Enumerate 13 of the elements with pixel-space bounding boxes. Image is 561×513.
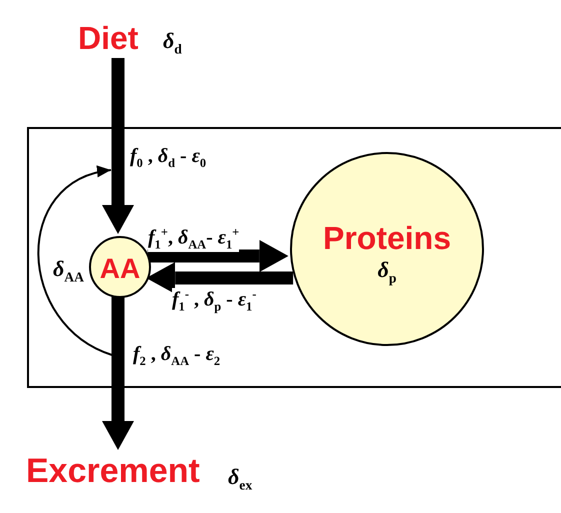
flux-arrow <box>102 58 134 234</box>
isotope-ratio-label: δ$_{AA}$ <box>53 258 84 284</box>
isotope-ratio-label: δ$_{ex}$ <box>228 466 252 492</box>
term-label: Excrement <box>26 454 200 488</box>
flux-arrow <box>102 296 134 450</box>
isotope-ratio-label: δ$_{d}$ <box>163 30 182 56</box>
term-label: Diet <box>78 22 138 54</box>
flux-arrow <box>148 240 288 272</box>
flux-arrow <box>146 262 294 294</box>
pool-label: Proteins <box>322 222 452 254</box>
recycling-arrow <box>37 167 112 356</box>
isotope-ratio-label: δ$_{p}$ <box>376 259 398 286</box>
pool-label: AA <box>98 255 142 283</box>
